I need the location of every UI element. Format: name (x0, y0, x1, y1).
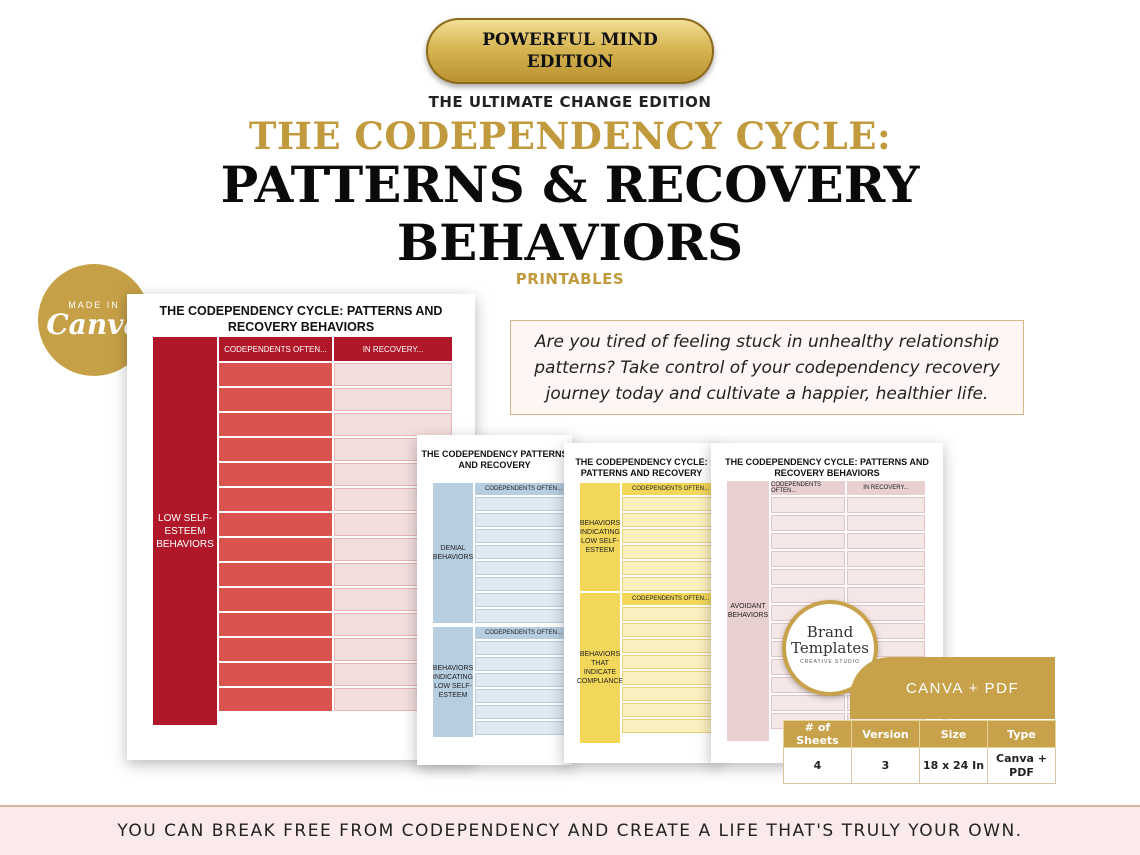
table-row (771, 587, 925, 603)
table-row (475, 673, 572, 687)
table-row (622, 703, 719, 717)
table-row (475, 609, 572, 623)
table-row (475, 561, 572, 575)
table-row (622, 561, 719, 575)
brand-name-line-1: Brand (806, 623, 854, 641)
table-row (475, 705, 572, 719)
table-row (475, 689, 572, 703)
pitch-text: Are you tired of feeling stuck in unheal… (534, 332, 1000, 404)
table-row (622, 513, 719, 527)
table-rows (622, 607, 719, 735)
spec-table: # of Sheets Version Size Type 4 3 18 x 2… (783, 720, 1056, 784)
table-row (622, 623, 719, 637)
table-row (771, 569, 925, 585)
brand-logo-seal: Brand Templates CREATIVE STUDIO (782, 600, 878, 696)
spec-value-row: 4 3 18 x 24 In Canva + PDF (783, 747, 1056, 784)
column-header-recovery: IN RECOVERY... (847, 481, 925, 495)
pitch-box: Are you tired of feeling stuck in unheal… (510, 320, 1024, 415)
column-header-often: CODEPENDENTS OFTEN... (771, 481, 845, 495)
spec-header-type: Type (987, 720, 1056, 748)
category-label: AVOIDANT BEHAVIORS (727, 481, 769, 741)
edition-badge-label: POWERFUL MIND EDITION (482, 30, 658, 72)
sheet-title: THE CODEPENDENCY CYCLE: PATTERNS AND REC… (725, 457, 929, 478)
category-label: LOW SELF-ESTEEM BEHAVIORS (153, 337, 217, 725)
table-row (622, 639, 719, 653)
table-rows (622, 497, 719, 593)
subheading: THE ULTIMATE CHANGE EDITION (428, 93, 712, 111)
spec-value-type: Canva + PDF (987, 747, 1056, 784)
table-rows (219, 363, 452, 713)
canva-made-label: MADE IN (68, 300, 120, 310)
table-row (771, 515, 925, 531)
sheet-preview-yellow: THE CODEPENDENCY CYCLE: PATTERNS AND REC… (564, 443, 719, 763)
brand-name-line-2: Templates (791, 639, 869, 657)
table-row (622, 545, 719, 559)
format-tab: CANVA + PDF (850, 657, 1055, 719)
table-row (219, 413, 452, 436)
table-row (622, 671, 719, 685)
canva-logo-text: Canva (46, 308, 142, 341)
spec-value-version: 3 (851, 747, 920, 784)
category-label: BEHAVIORS INDICATING LOW SELF-ESTEEM (580, 483, 620, 591)
footer-banner: YOU CAN BREAK FREE FROM CODEPENDENCY AND… (0, 805, 1140, 855)
table-row (475, 657, 572, 671)
sheet-preview-blue: THE CODEPENDENCY PATTERNS AND RECOVERY D… (417, 435, 572, 765)
table-row (622, 719, 719, 733)
column-header-often: CODEPENDENTS OFTEN... (219, 337, 332, 361)
spec-value-size: 18 x 24 In (919, 747, 988, 784)
column-header-often: CODEPENDENTS OFTEN... (622, 483, 719, 495)
table-row (475, 545, 572, 559)
category-label: BEHAVIORS INDICATING LOW SELF-ESTEEM (433, 627, 473, 737)
printables-label: PRINTABLES (515, 270, 625, 288)
sheet-title: THE CODEPENDENCY CYCLE: PATTERNS AND REC… (159, 304, 443, 334)
table-row (622, 497, 719, 511)
table-row (771, 533, 925, 549)
table-row (475, 497, 572, 511)
sheet-title: THE CODEPENDENCY CYCLE: PATTERNS AND REC… (575, 457, 708, 478)
table-row (475, 721, 572, 735)
column-header-often: CODEPENDENTS OFTEN... (475, 483, 572, 495)
table-row (219, 388, 452, 411)
column-header-often: CODEPENDENTS OFTEN... (475, 627, 572, 639)
spec-value-sheets: 4 (783, 747, 852, 784)
table-row (475, 641, 572, 655)
table-rows (475, 641, 572, 737)
table-rows (475, 497, 572, 625)
table-row (622, 529, 719, 543)
table-row (475, 513, 572, 527)
spec-header-version: Version (851, 720, 920, 748)
sheet-title: THE CODEPENDENCY PATTERNS AND RECOVERY (421, 449, 568, 470)
table-row (771, 551, 925, 567)
edition-badge: POWERFUL MIND EDITION (426, 18, 714, 84)
table-row (475, 593, 572, 607)
table-row (622, 655, 719, 669)
table-row (622, 577, 719, 591)
table-row (622, 687, 719, 701)
table-row (622, 607, 719, 621)
footer-text: YOU CAN BREAK FREE FROM CODEPENDENCY AND… (117, 821, 1023, 841)
table-row (771, 497, 925, 513)
column-header-often: CODEPENDENTS OFTEN... (622, 593, 719, 605)
category-label: BEHAVIORS THAT INDICATE COMPLIANCE (577, 593, 623, 743)
title-line-2: PATTERNS & RECOVERY BEHAVIORS (220, 155, 920, 272)
spec-header-sheets: # of Sheets (783, 720, 852, 748)
column-header-recovery: IN RECOVERY... (334, 337, 452, 361)
table-row (219, 363, 452, 386)
title-line-1: THE CODEPENDENCY CYCLE: (248, 114, 892, 158)
spec-header-size: Size (919, 720, 988, 748)
brand-tagline: CREATIVE STUDIO (800, 659, 860, 665)
category-label: DENIAL BEHAVIORS (433, 483, 473, 623)
spec-header-row: # of Sheets Version Size Type (783, 720, 1056, 748)
table-row (475, 529, 572, 543)
table-row (475, 577, 572, 591)
